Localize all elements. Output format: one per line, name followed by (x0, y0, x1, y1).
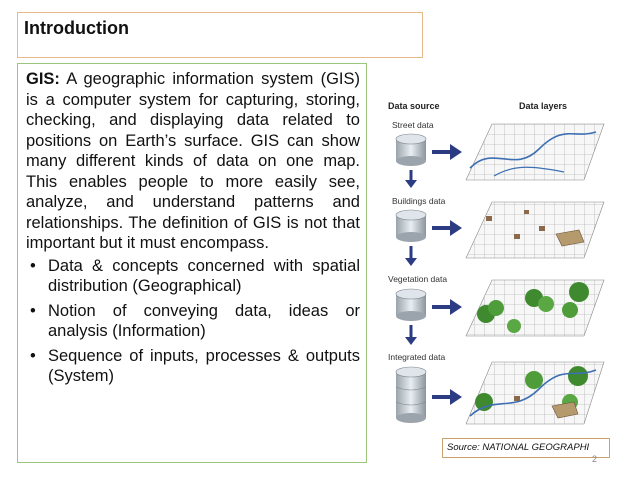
gis-layers-figure: Data source Data layers Street data Buil… (388, 101, 605, 425)
bullet-item: Notion of conveying data, ideas or analy… (26, 301, 360, 342)
bullet-list: Data & concepts concerned with spatial d… (26, 256, 360, 387)
title-box: Introduction (17, 12, 423, 58)
arrow-right-icon (432, 144, 462, 160)
intro-text: A geographic information system (GIS) is… (26, 70, 360, 252)
bullet-item: Data & concepts concerned with spatial d… (26, 256, 360, 297)
header-data-source: Data source (388, 101, 440, 111)
arrow-right-icon (432, 389, 462, 405)
database-icon (395, 288, 427, 321)
street-layer (465, 123, 605, 181)
bullet-item: Sequence of inputs, processes & outputs … (26, 346, 360, 387)
slide-title: Introduction (24, 18, 129, 38)
vegetation-layer (465, 279, 605, 337)
buildings-layer (465, 201, 605, 259)
row-label-vegetation: Vegetation data (388, 274, 447, 284)
row-label-integrated: Integrated data (388, 352, 445, 362)
row-label-street: Street data (392, 120, 434, 130)
arrow-right-icon (432, 220, 462, 236)
content-box: GIS: A geographic information system (GI… (17, 63, 367, 463)
header-data-layers: Data layers (519, 101, 567, 111)
database-icon (395, 133, 427, 166)
source-caption: Source: NATIONAL GEOGRAPHI (442, 438, 610, 458)
page-number: 2 (592, 454, 598, 464)
database-icon (395, 209, 427, 242)
integrated-layer (465, 361, 605, 425)
database-icon (395, 366, 427, 423)
row-label-buildings: Buildings data (392, 196, 446, 206)
intro-paragraph: GIS: A geographic information system (GI… (26, 69, 360, 254)
intro-term: GIS: (26, 70, 60, 88)
arrow-right-icon (432, 299, 462, 315)
